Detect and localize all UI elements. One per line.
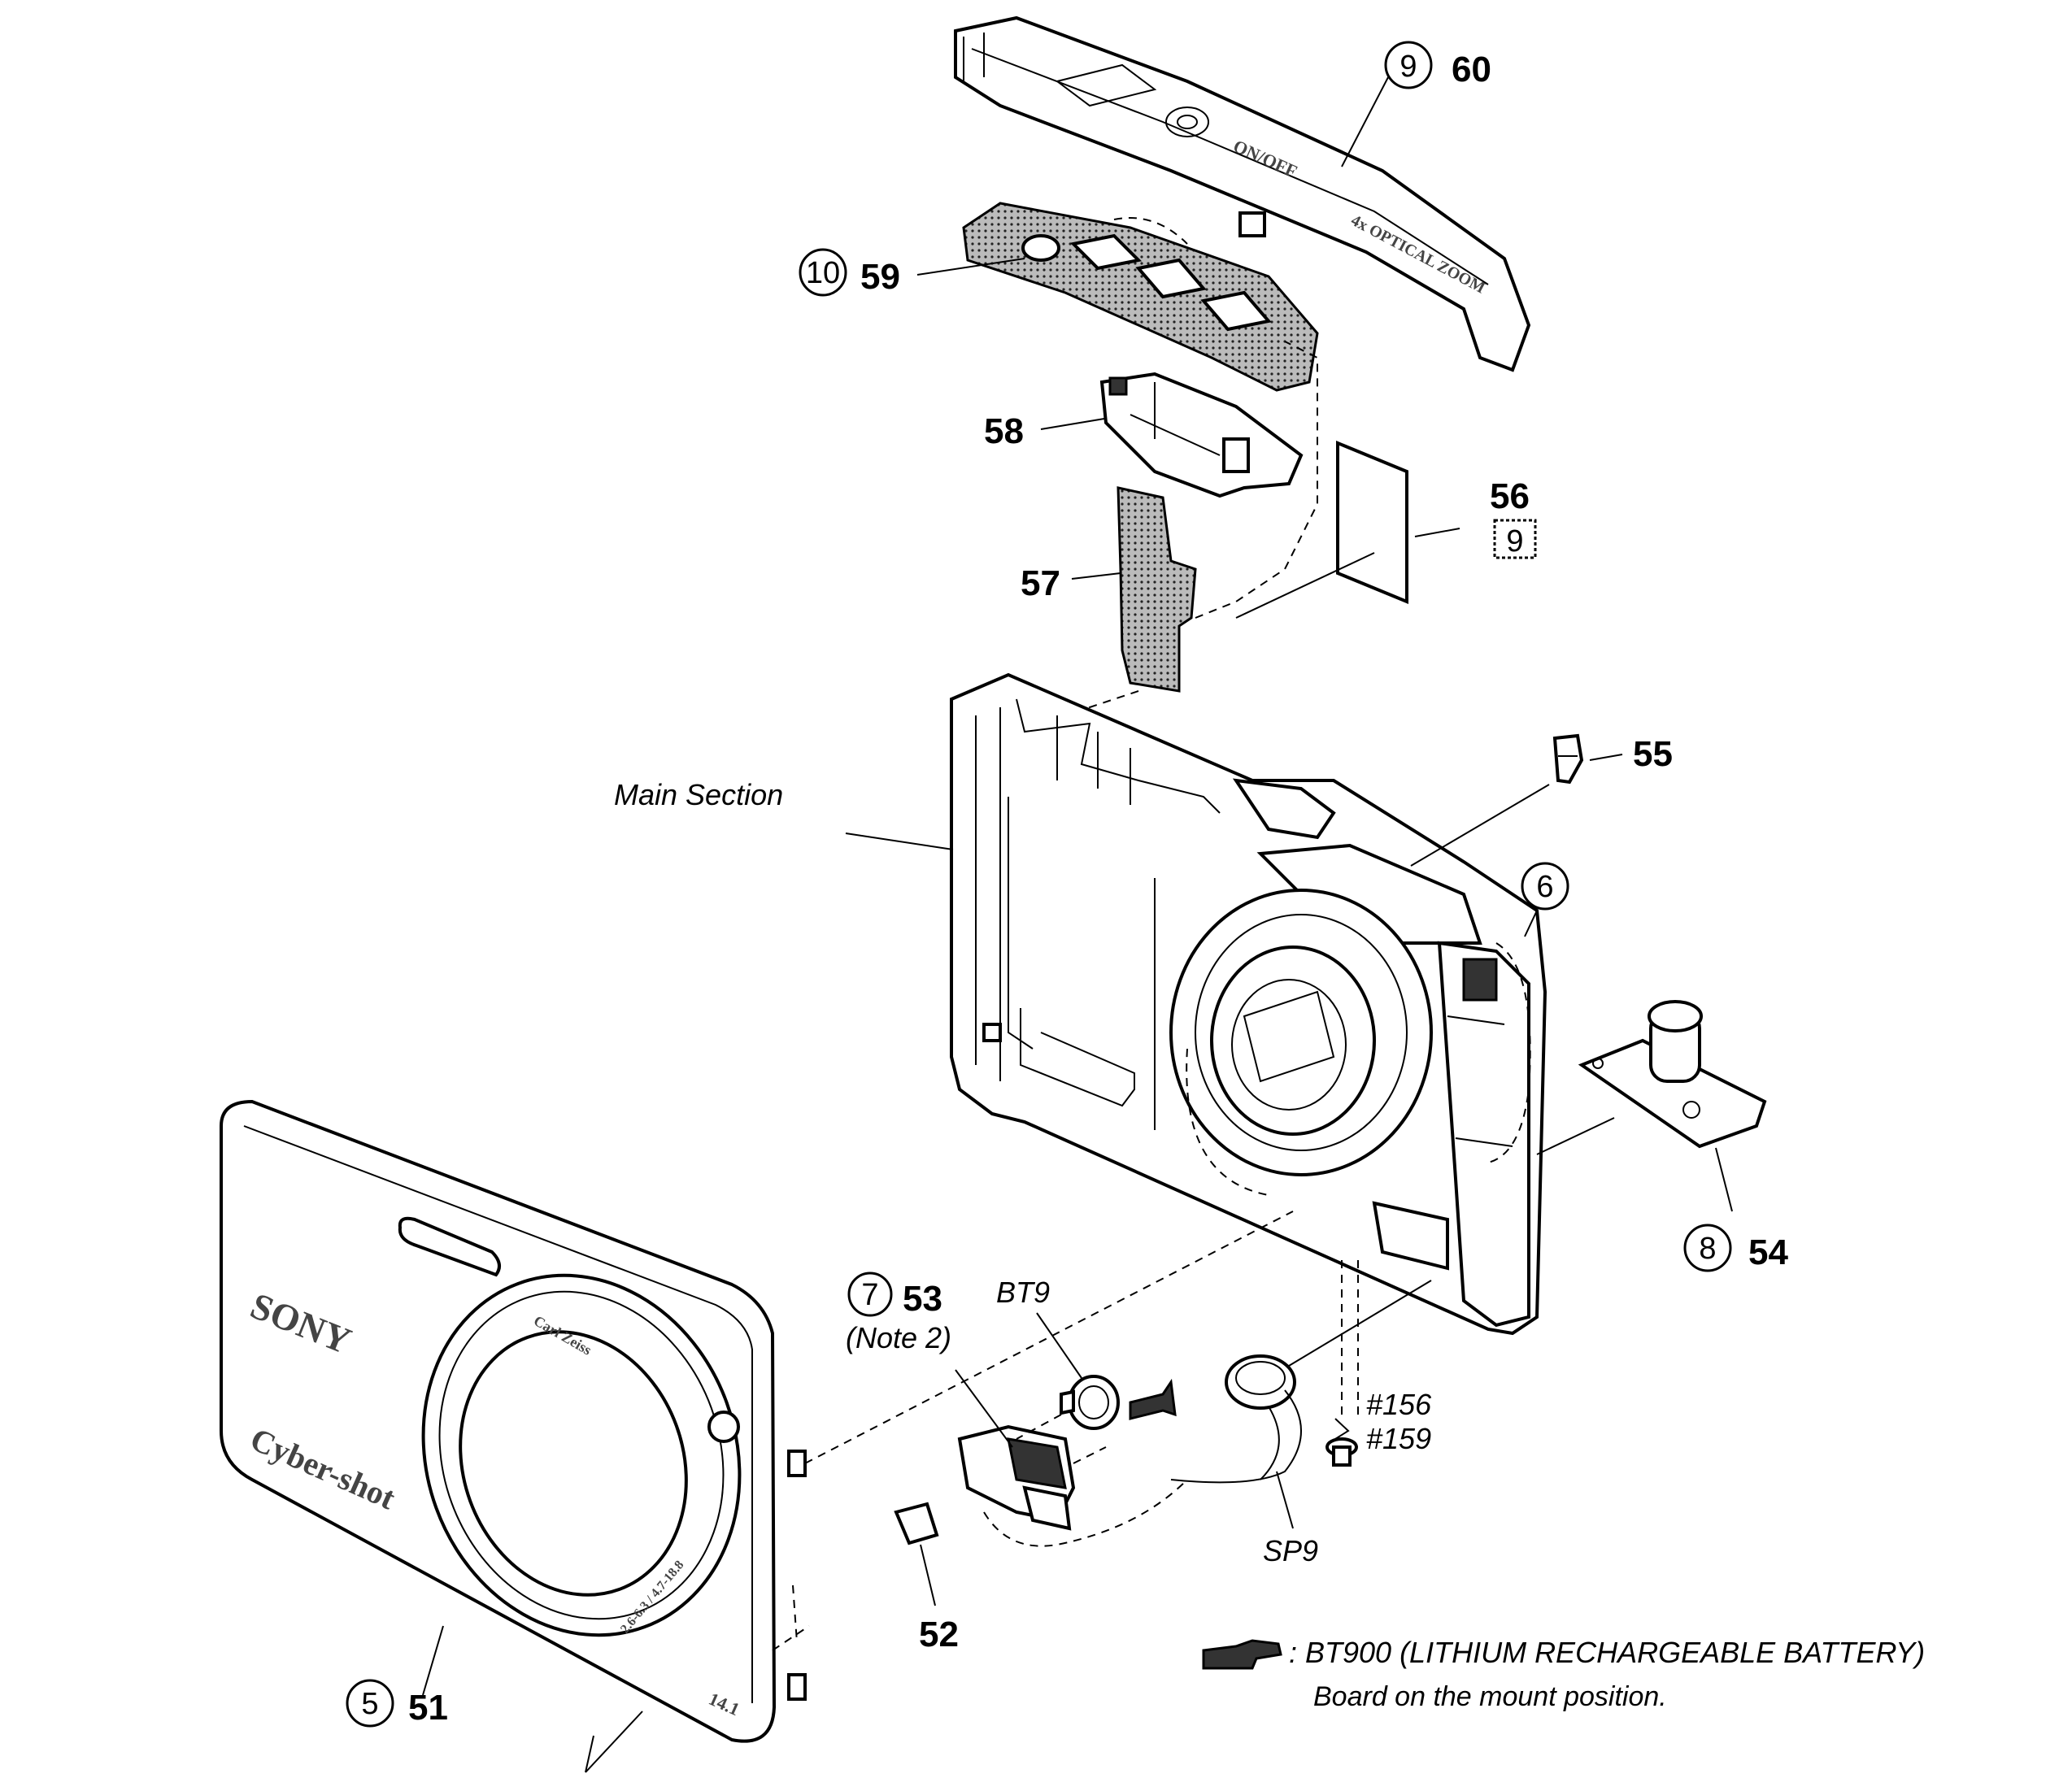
front-cover-part: SONY Cyber-shot Carl Zeiss 2.6-6.3 / 4.7… <box>220 1099 807 1743</box>
part-number-52: 52 <box>919 1615 959 1654</box>
ref-circle-8 <box>1683 1224 1732 1272</box>
switch-board-part <box>1578 1000 1767 1149</box>
screw-156-label: #156 <box>1366 1388 1432 1421</box>
ref-circle-6 <box>1521 862 1569 911</box>
bt9-label: BT9 <box>996 1276 1050 1309</box>
note-2-label: (Note 2) <box>846 1321 951 1354</box>
ref-circle-10-text: 10 <box>806 256 840 290</box>
sp9-label: SP9 <box>1263 1534 1318 1567</box>
button-board-part <box>962 202 1319 392</box>
part-number-55: 55 <box>1633 734 1673 774</box>
flex-cable-part <box>1117 486 1197 693</box>
part-number-60: 60 <box>1452 50 1491 89</box>
cushion-part <box>894 1502 939 1545</box>
legend-line-2: Board on the mount position. <box>1313 1681 1667 1712</box>
part-number-58: 58 <box>984 411 1024 451</box>
ref-circle-5 <box>346 1679 394 1728</box>
part-number-57: 57 <box>1021 563 1060 603</box>
battery-legend: : BT900 (LITHIUM RECHARGEABLE BATTERY) B… <box>1202 1636 1925 1712</box>
part-number-56: 56 <box>1490 476 1530 516</box>
ref-circle-10 <box>799 248 847 297</box>
part-number-54: 54 <box>1748 1232 1788 1272</box>
small-lever-part <box>1552 733 1584 785</box>
ref-circle-8-text: 8 <box>1699 1232 1716 1266</box>
ref-circle-7 <box>847 1272 893 1317</box>
ref-circle-9-text: 9 <box>1399 50 1417 84</box>
ref-circle-6-text: 6 <box>1536 870 1553 904</box>
mount-arrow-icon <box>1129 1378 1177 1420</box>
part-number-59: 59 <box>860 257 900 297</box>
sheet-part <box>1336 441 1408 604</box>
backup-battery-part <box>1060 1375 1120 1430</box>
main-section-assembly <box>950 672 1547 1336</box>
ref-circle-5-text: 5 <box>361 1687 378 1721</box>
speaker-part <box>1170 1354 1302 1484</box>
mount-position-icon <box>1202 1639 1282 1670</box>
screw-part <box>1325 1418 1358 1467</box>
screw-159-label: #159 <box>1366 1422 1431 1455</box>
ref-box-9-text: 9 <box>1506 524 1523 559</box>
legend-line-1: : BT900 (LITHIUM RECHARGEABLE BATTERY) <box>1289 1636 1925 1669</box>
part-number-53: 53 <box>903 1279 942 1319</box>
ref-circle-9 <box>1384 41 1433 89</box>
ref-circle-7-text: 7 <box>861 1278 878 1312</box>
main-section-label: Main Section <box>614 778 783 811</box>
bracket-part <box>1099 372 1304 498</box>
ref-box-9 <box>1493 519 1537 559</box>
part-number-51: 51 <box>408 1688 448 1728</box>
connector-block-part <box>957 1424 1076 1531</box>
